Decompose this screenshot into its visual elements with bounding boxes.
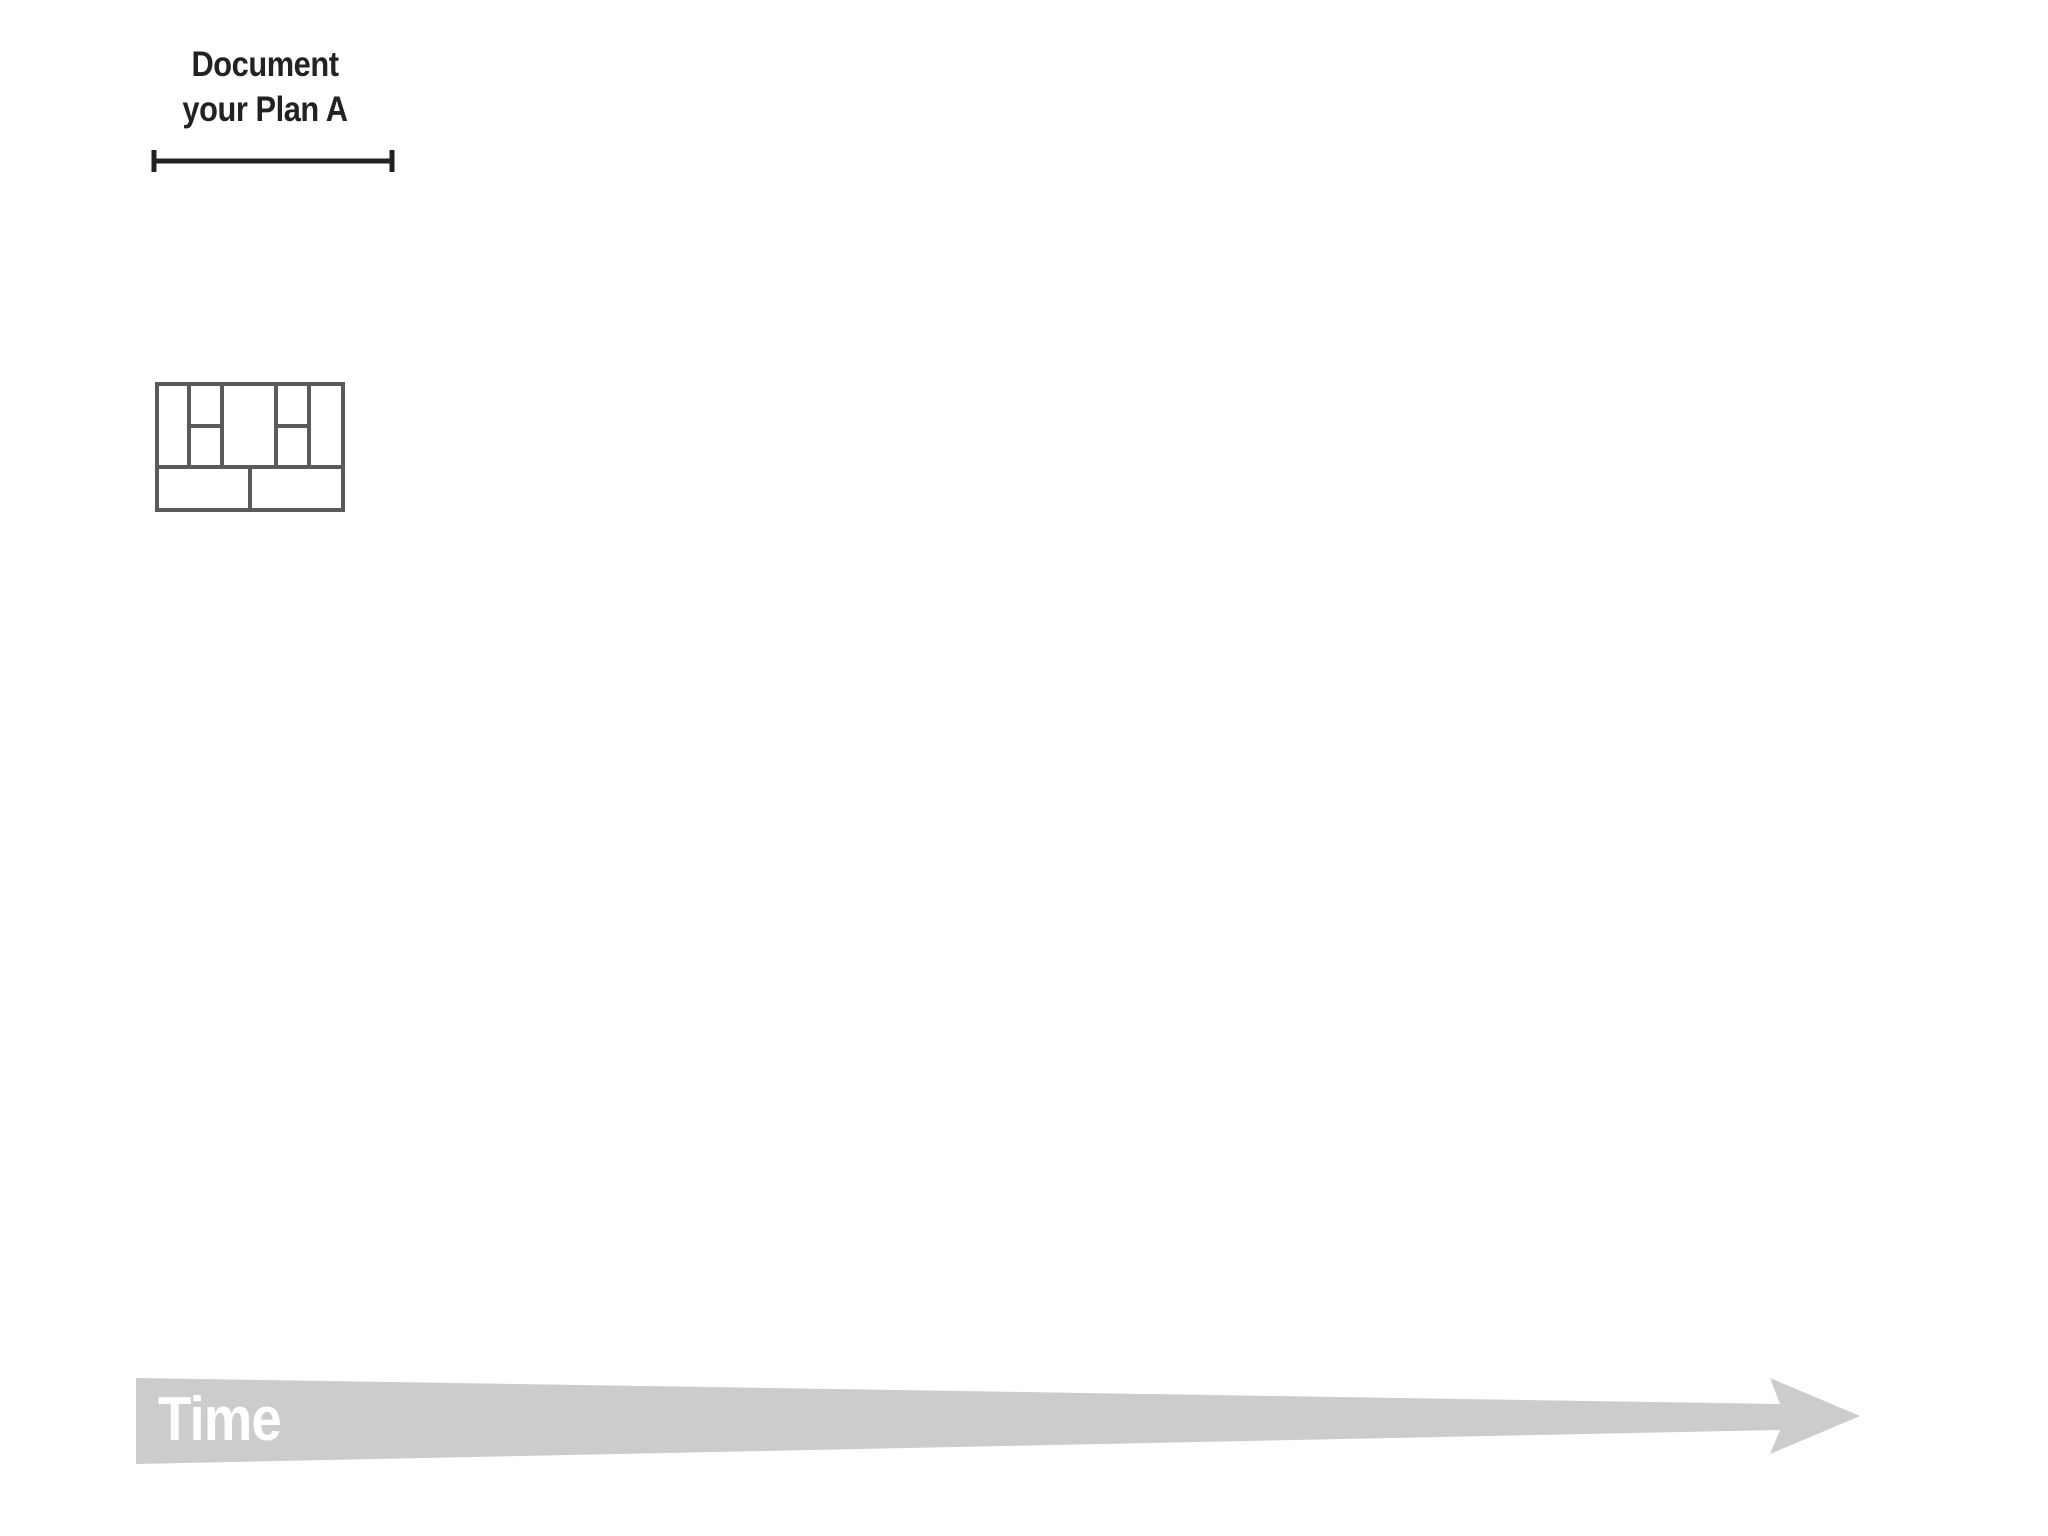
step-label: Document your Plan A — [164, 42, 366, 132]
step-label-line1: Document — [191, 45, 339, 84]
step-label-line2: your Plan A — [182, 90, 348, 129]
lean-canvas-icon — [155, 382, 345, 512]
time-arrow — [136, 1378, 1860, 1464]
time-label: Time — [158, 1385, 282, 1454]
range-bracket-icon — [151, 150, 395, 172]
